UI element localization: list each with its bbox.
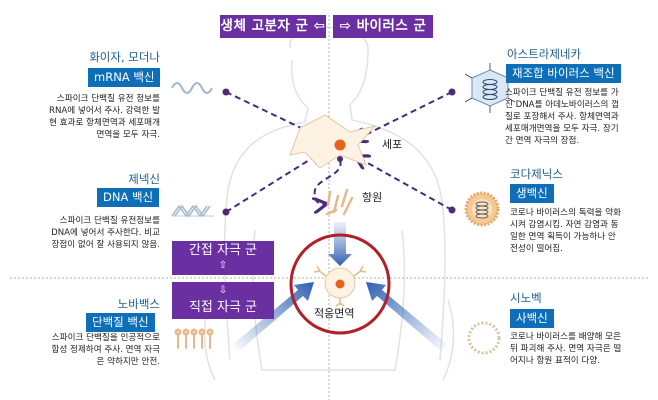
company-astrazeneca: 아스트라제네카 bbox=[507, 47, 582, 61]
direct-stimulation-group: ⇩ 직접 자극 군 bbox=[172, 282, 274, 319]
description-dna: 스파이크 단백질 유전정보를 DNA에 넣어서 주사한다. 비교 장점이 없어 … bbox=[51, 216, 160, 250]
down-arrow-icon: ⇩ bbox=[218, 285, 228, 296]
company-novavax: 노바백스 bbox=[117, 297, 160, 311]
description-protein: 스파이크 단백질을 인공적으로 합성 정제하여 주사. 면역 자극 은 약하지만… bbox=[51, 333, 160, 367]
company-codagenix: 코다제닉스 bbox=[510, 167, 563, 181]
indirect-stimulation-group: 간접 자극 군 ⇧ bbox=[172, 241, 274, 275]
spike-proteins-icon bbox=[174, 328, 214, 349]
vaccine-type-protein: 단백질 백신 bbox=[86, 313, 155, 332]
company-genexine: 제넥신 bbox=[128, 172, 160, 186]
header-biopolymer-group: 생체 고분자 군 ⇦ bbox=[220, 15, 326, 38]
header-virus-group: ⇨ 바이러스 군 bbox=[333, 15, 433, 38]
adaptive-immunity-circle bbox=[289, 233, 391, 335]
vaccine-type-recombinant: 재조합 바이러스 백신 bbox=[506, 64, 621, 83]
arrow-right-blue bbox=[366, 282, 448, 352]
arrow-down-blue bbox=[328, 222, 352, 266]
dna-helix-icon bbox=[171, 204, 214, 218]
company-pfizer-moderna: 화이자, 모더나 bbox=[89, 50, 160, 64]
vaccine-type-mrna: mRNA 백신 bbox=[88, 68, 161, 87]
cell-label: 세포 bbox=[382, 138, 403, 151]
inactivated-virus-icon bbox=[467, 321, 501, 355]
live-virus-icon bbox=[464, 191, 500, 227]
description-live: 코로나 바이러스의 독력을 약화 시켜 감염시킴. 자연 감염과 동 일한 면역… bbox=[510, 208, 621, 254]
description-inactivated: 코로나 바이러스를 배양해 모은 뒤 파괴해 주사. 면역 자극은 떨 어지나 … bbox=[510, 332, 622, 366]
adaptive-immunity-label: 적응면역 bbox=[314, 307, 355, 320]
vaccine-type-dna: DNA 백신 bbox=[97, 188, 160, 207]
immune-cell-illustration bbox=[313, 265, 367, 307]
description-mrna: 스파이크 단백질 유전 정보를 RNA에 넣어서 주사. 강력한 발 현 효과로… bbox=[49, 94, 160, 140]
antigen-illustration bbox=[325, 188, 354, 216]
antigen-label: 항원 bbox=[362, 191, 383, 204]
description-recombinant: 스파이크 단백질 유전 정보를 가 진 DNA를 아데노바이러스의 껍 질로 포… bbox=[505, 88, 620, 146]
vaccine-type-inactivated: 사백신 bbox=[510, 309, 554, 328]
company-sinovac: 시노벡 bbox=[510, 291, 542, 305]
up-arrow-icon: ⇧ bbox=[218, 260, 228, 271]
vaccine-type-live: 생백신 bbox=[510, 184, 554, 203]
mrna-wave-icon bbox=[171, 82, 213, 94]
cell-illustration bbox=[289, 114, 377, 169]
